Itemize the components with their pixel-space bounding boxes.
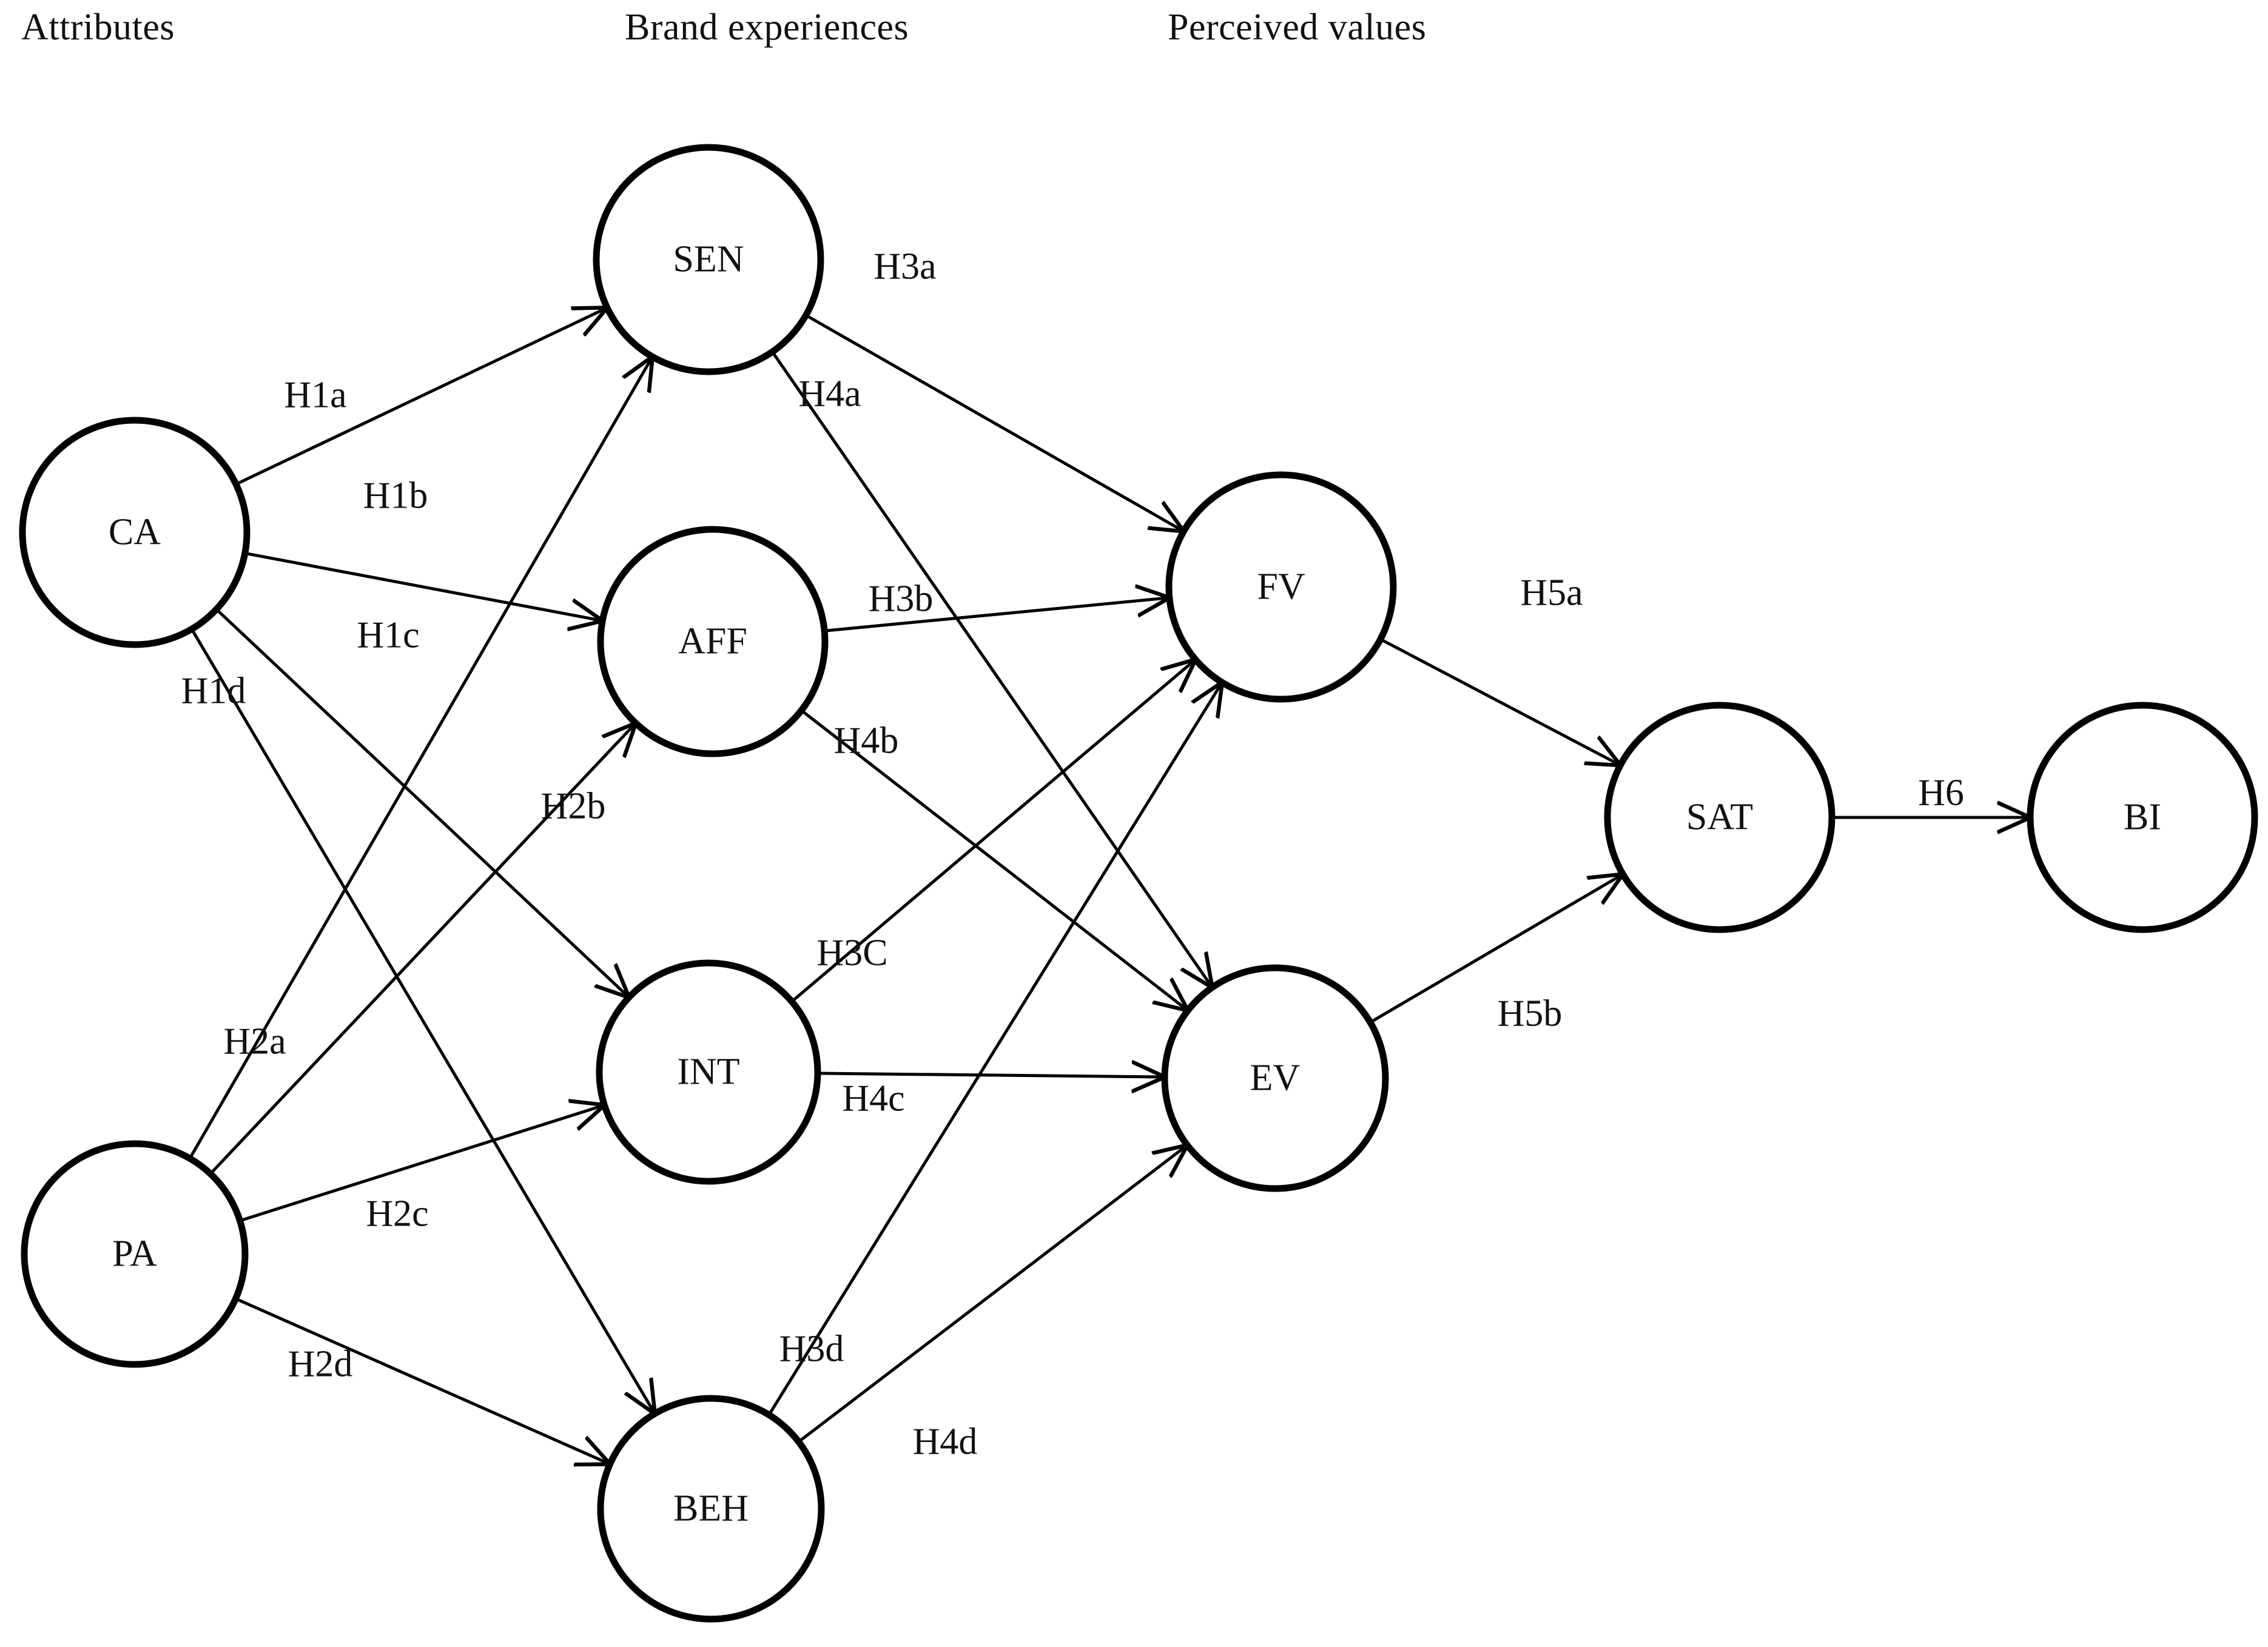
edge-sen-to-ev bbox=[770, 350, 1211, 985]
edge-label-h5a: H5a bbox=[1520, 572, 1583, 614]
edge-label-h4d: H4d bbox=[912, 1421, 978, 1463]
edge-fv-to-sat bbox=[1378, 637, 1618, 764]
node-circle-aff[interactable] bbox=[597, 526, 829, 757]
edge-label-h1b: H1b bbox=[363, 475, 428, 517]
node-label-beh: BEH bbox=[673, 1488, 749, 1529]
edge-pa-to-beh bbox=[234, 1296, 608, 1463]
edge-label-h1d: H1d bbox=[181, 670, 246, 712]
edge-ca-to-int bbox=[214, 607, 627, 996]
edge-beh-to-fv bbox=[767, 685, 1221, 1417]
edge-label-h3c: H3C bbox=[816, 932, 888, 974]
column-header-brand_experiences: Brand experiences bbox=[625, 7, 909, 48]
node-label-aff: AFF bbox=[678, 620, 747, 662]
edge-ca-to-aff bbox=[243, 551, 600, 620]
node-label-ev: EV bbox=[1250, 1057, 1301, 1099]
edge-int-to-ev bbox=[816, 1073, 1162, 1077]
edge-beh-to-ev bbox=[796, 1147, 1185, 1444]
edge-label-h2d: H2d bbox=[288, 1343, 353, 1385]
node-circle-int[interactable] bbox=[596, 959, 821, 1185]
edge-int-to-fv bbox=[790, 661, 1194, 1004]
column-header-perceived_values: Perceived values bbox=[1168, 7, 1427, 48]
node-label-bi: BI bbox=[2124, 796, 2161, 838]
edge-label-h2a: H2a bbox=[223, 1021, 286, 1062]
node-circle-sen[interactable] bbox=[593, 144, 824, 375]
edge-label-h3a: H3a bbox=[873, 246, 937, 287]
node-label-sen: SEN bbox=[673, 238, 744, 280]
edge-ev-to-sat bbox=[1368, 876, 1621, 1025]
edge-sen-to-fv bbox=[804, 313, 1182, 530]
edge-pa-to-int bbox=[238, 1106, 602, 1223]
edge-label-h3b: H3b bbox=[868, 578, 934, 620]
edge-label-h4b: H4b bbox=[833, 720, 899, 762]
node-label-pa: PA bbox=[112, 1233, 157, 1275]
node-circle-bi[interactable] bbox=[2027, 702, 2258, 933]
edge-pa-to-sen bbox=[187, 359, 651, 1161]
edge-ca-to-beh bbox=[189, 627, 653, 1412]
edge-label-h2c: H2c bbox=[366, 1193, 429, 1235]
node-circle-ca[interactable] bbox=[19, 417, 251, 648]
node-label-ca: CA bbox=[108, 511, 161, 553]
node-label-int: INT bbox=[677, 1051, 740, 1093]
node-label-fv: FV bbox=[1257, 566, 1305, 608]
edge-label-h6: H6 bbox=[1918, 772, 1964, 814]
edge-aff-to-fv bbox=[823, 598, 1167, 632]
edge-aff-to-ev bbox=[799, 708, 1186, 1009]
node-circle-sat[interactable] bbox=[1604, 702, 1836, 933]
edge-label-h4c: H4c bbox=[842, 1078, 905, 1119]
node-circle-pa[interactable] bbox=[21, 1140, 249, 1368]
edge-layer bbox=[187, 309, 2028, 1463]
node-circle-beh[interactable] bbox=[597, 1395, 825, 1623]
edge-label-h2b: H2b bbox=[540, 785, 606, 827]
edge-ca-to-sen bbox=[234, 309, 605, 486]
column-header-attributes: Attributes bbox=[21, 7, 175, 48]
node-circle-ev[interactable] bbox=[1161, 964, 1389, 1192]
edge-label-h1a: H1a bbox=[284, 374, 347, 416]
node-layer bbox=[19, 144, 2258, 1623]
edge-label-h1c: H1c bbox=[357, 614, 420, 656]
node-label-sat: SAT bbox=[1686, 796, 1754, 838]
node-circle-fv[interactable] bbox=[1165, 471, 1397, 703]
edge-pa-to-aff bbox=[208, 725, 634, 1176]
edge-label-h5b: H5b bbox=[1497, 993, 1563, 1035]
edge-label-h4a: H4a bbox=[798, 373, 861, 415]
edge-label-h3d: H3d bbox=[779, 1328, 844, 1370]
